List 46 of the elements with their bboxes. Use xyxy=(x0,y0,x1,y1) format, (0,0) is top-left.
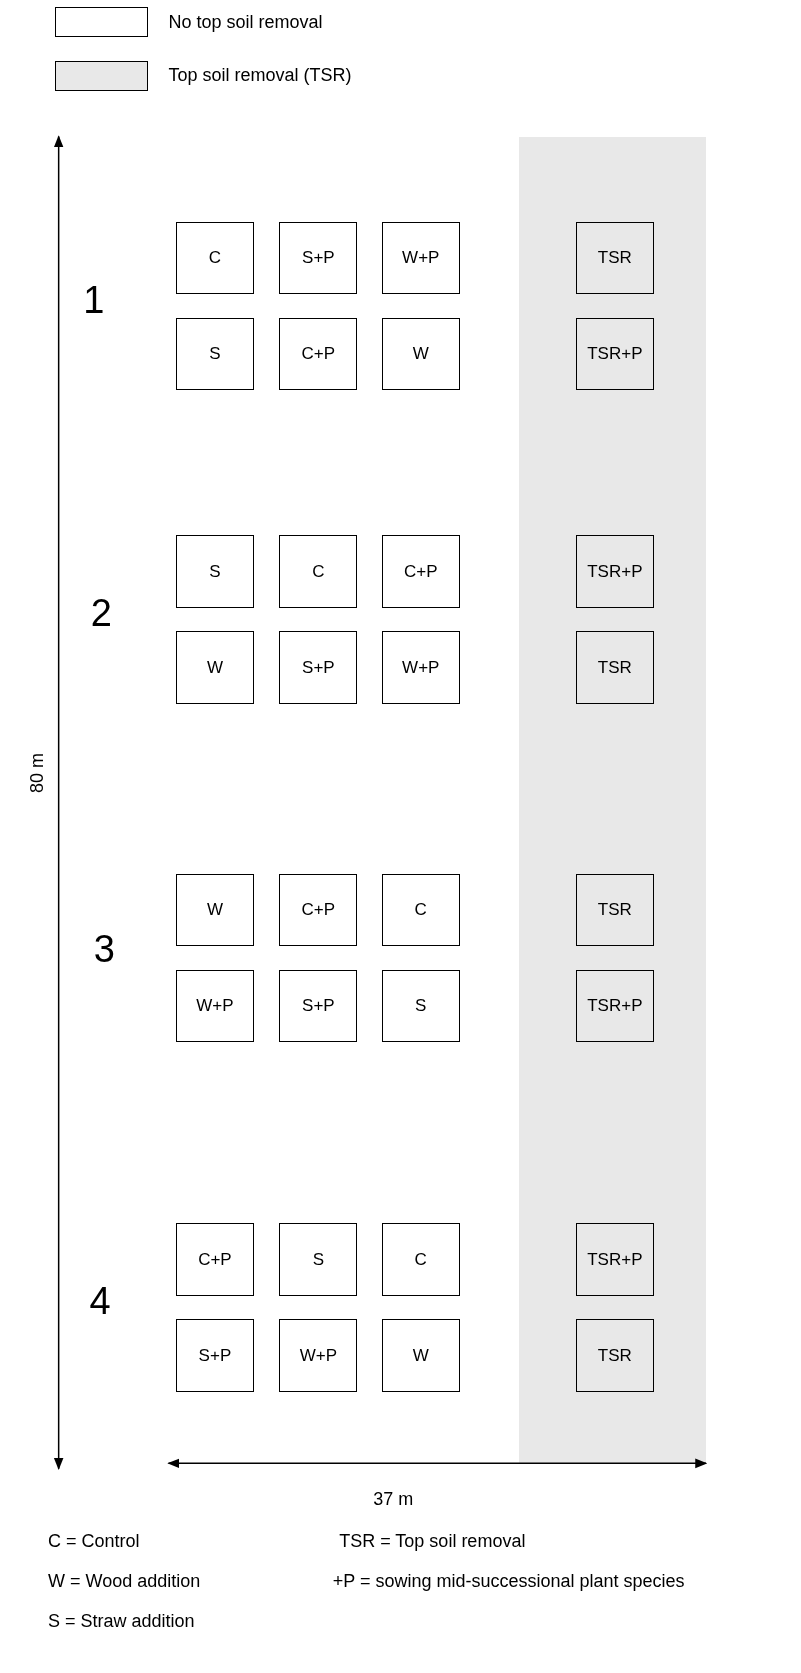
plot-square: S+P xyxy=(279,631,358,704)
plot-square: TSR+P xyxy=(575,1223,654,1296)
dimension-label: 80 m xyxy=(26,753,48,794)
plot-square: W xyxy=(176,631,254,704)
plot-square: C xyxy=(176,221,254,295)
plot-square: S+P xyxy=(176,1319,254,1392)
plot-square: C+P xyxy=(279,317,358,391)
abbreviation-note: TSR = Top soil removal xyxy=(339,1530,526,1552)
block-number: 3 xyxy=(93,927,115,971)
abbreviation-note: +P = sowing mid-successional plant species xyxy=(332,1571,685,1593)
plot-square: W xyxy=(381,1319,460,1392)
plot-square: C xyxy=(381,873,460,947)
plot-square: TSR xyxy=(575,221,654,295)
block-number: 1 xyxy=(83,279,105,323)
legend-text: Top soil removal (TSR) xyxy=(168,65,352,87)
plot-square: W xyxy=(381,317,460,391)
plot-square: TSR xyxy=(575,873,654,947)
plot-square: S xyxy=(176,535,254,608)
plot-square: C xyxy=(279,535,358,608)
plot-square: C+P xyxy=(176,1223,254,1296)
plot-square: TSR+P xyxy=(575,535,654,608)
plot-square: C+P xyxy=(381,535,460,608)
plot-square: TSR+P xyxy=(575,969,654,1042)
abbreviation-note: C = Control xyxy=(48,1530,140,1552)
plot-square: S+P xyxy=(279,969,358,1043)
treatment-strip xyxy=(519,136,707,1464)
plot-square: W+P xyxy=(381,631,460,704)
plot-square: S xyxy=(176,317,254,391)
abbreviation-note: W = Wood addition xyxy=(48,1571,201,1593)
block-number: 2 xyxy=(90,591,112,635)
plot-square: TSR xyxy=(575,631,654,704)
plot-square: W+P xyxy=(176,969,254,1043)
legend-text: No top soil removal xyxy=(168,11,323,33)
block-number: 4 xyxy=(89,1279,111,1323)
plot-square: S+P xyxy=(279,221,358,295)
plot-square: S xyxy=(279,1223,358,1296)
plot-square: S xyxy=(381,969,460,1043)
abbreviation-note: S = Straw addition xyxy=(48,1610,195,1632)
dimension-label: 37 m xyxy=(373,1488,414,1510)
plot-square: C xyxy=(381,1223,460,1296)
plot-square: W+P xyxy=(381,221,460,295)
plot-square: W xyxy=(176,873,254,947)
plot-square: C+P xyxy=(279,873,358,947)
plot-square: W+P xyxy=(279,1319,358,1392)
plot-square: TSR xyxy=(575,1319,654,1392)
plot-square: TSR+P xyxy=(575,317,654,391)
